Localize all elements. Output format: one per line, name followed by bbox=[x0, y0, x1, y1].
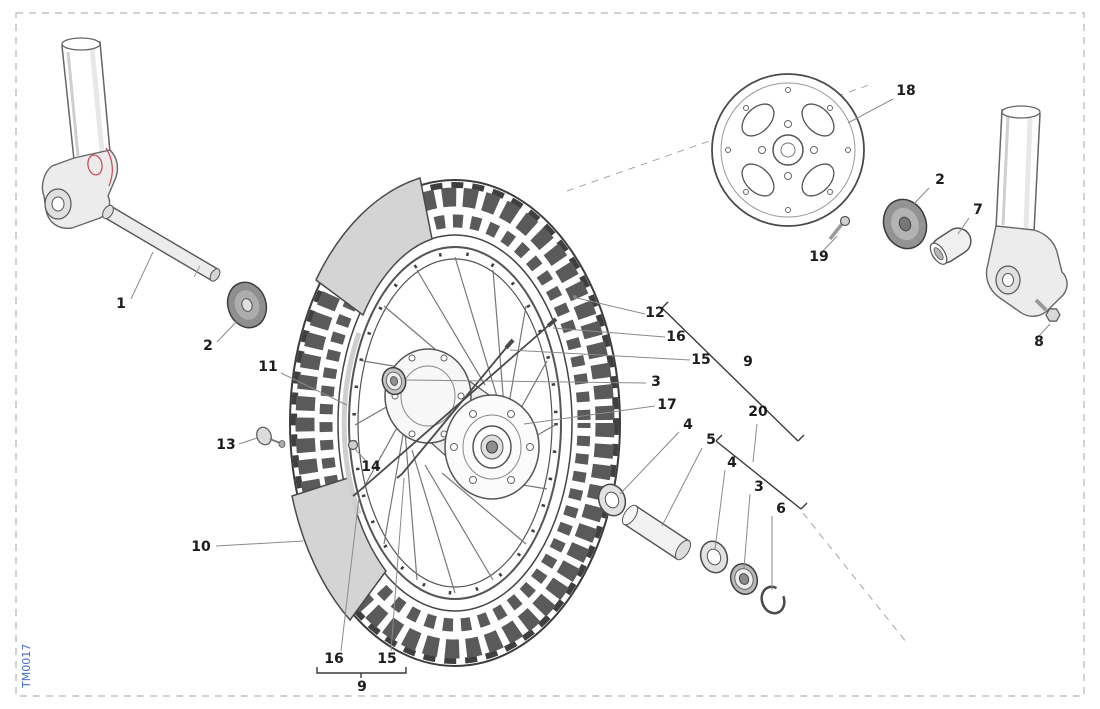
part-label-12-rim: 12 bbox=[645, 305, 664, 321]
document-code: TM0017 bbox=[20, 644, 33, 689]
tire-tread-outer bbox=[295, 187, 615, 659]
leader-lines bbox=[130, 98, 1051, 652]
page-border bbox=[15, 12, 1085, 697]
part-label-18-disc: 18 bbox=[896, 83, 915, 99]
fork-highlight-accents bbox=[87, 147, 113, 187]
part-label-16-bottom: 16 bbox=[324, 651, 343, 667]
group-label-9-right: 9 bbox=[743, 354, 753, 370]
fork-pinch-bolt bbox=[1034, 298, 1061, 322]
part-label-7-bushing: 7 bbox=[973, 202, 983, 218]
dust-cover-right bbox=[882, 198, 928, 250]
valve-part bbox=[256, 426, 286, 448]
brake-disc bbox=[711, 73, 865, 227]
part-label-4-lower: 4 bbox=[727, 455, 737, 471]
seal-upper bbox=[597, 483, 627, 517]
part-label-3-lower: 3 bbox=[754, 479, 764, 495]
part-label-19-bolt: 19 bbox=[809, 249, 828, 265]
part-label-6-circlip: 6 bbox=[776, 501, 786, 517]
front-wheel bbox=[256, 177, 621, 667]
part-label-14-nipple: 14 bbox=[361, 459, 381, 475]
part-label-17-hub: 17 bbox=[657, 397, 676, 413]
loose-spokes bbox=[352, 317, 558, 497]
part-label-16-top: 16 bbox=[666, 329, 685, 345]
part-label-2-right: 2 bbox=[935, 172, 945, 188]
inner-tube-lower-section bbox=[291, 477, 387, 622]
right-fork-leg bbox=[985, 105, 1068, 322]
part-label-8-bolt: 8 bbox=[1034, 334, 1044, 350]
tire-tread-inner bbox=[319, 214, 591, 632]
dust-cover-left bbox=[226, 281, 268, 329]
group-brackets bbox=[316, 301, 808, 678]
bushing bbox=[929, 227, 972, 265]
part-label-15-bottom: 15 bbox=[377, 651, 396, 667]
axle-spacer-group bbox=[597, 483, 786, 615]
left-fork-leg bbox=[41, 37, 119, 229]
part-label-3-hub: 3 bbox=[651, 374, 661, 390]
spoke-nipple-ring bbox=[352, 251, 558, 595]
circlip bbox=[760, 585, 786, 615]
part-label-5-spacer: 5 bbox=[706, 432, 716, 448]
part-label-4-upper: 4 bbox=[683, 417, 693, 433]
part-label-15-top: 15 bbox=[691, 352, 710, 368]
seal-lower bbox=[699, 540, 729, 574]
hub-bearing bbox=[381, 366, 407, 396]
part-label-13-valve: 13 bbox=[216, 437, 235, 453]
front-axle bbox=[102, 204, 221, 282]
hub-bore bbox=[486, 440, 498, 454]
disc-bolt bbox=[828, 215, 851, 241]
part-label-11-rim-band: 11 bbox=[258, 359, 277, 375]
rim-band bbox=[341, 332, 362, 515]
bearing-lower bbox=[729, 563, 759, 595]
inner-tube-upper-section bbox=[315, 177, 433, 317]
part-label-2-left: 2 bbox=[203, 338, 213, 354]
part-label-10-tube: 10 bbox=[191, 539, 211, 555]
group-label-20: 20 bbox=[748, 404, 768, 420]
part-label-1-axle: 1 bbox=[116, 296, 126, 312]
spacer bbox=[621, 504, 692, 561]
tire-knob-edge bbox=[291, 182, 619, 664]
hub bbox=[381, 348, 540, 500]
spoke-nipple-part bbox=[347, 439, 359, 451]
group-label-9-bottom: 9 bbox=[357, 679, 367, 695]
